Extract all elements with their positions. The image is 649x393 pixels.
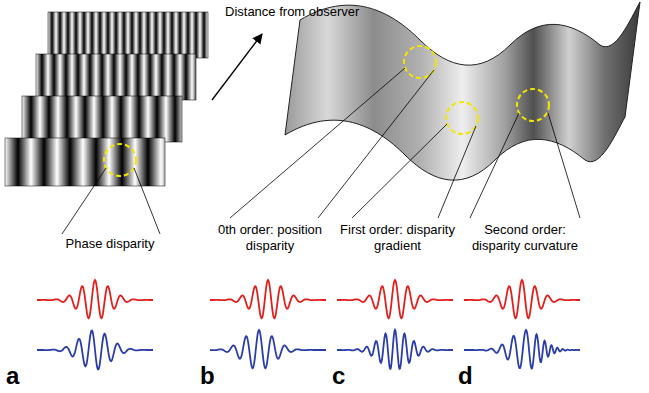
- grating: [48, 12, 208, 58]
- blue-wavelet: [337, 330, 453, 369]
- grating: [22, 96, 182, 142]
- panel-label: First order: disparity gradient: [335, 222, 460, 253]
- red-wavelet: [37, 280, 153, 318]
- region-circle: [446, 102, 478, 134]
- leader-line: [134, 168, 160, 234]
- grating: [36, 54, 196, 100]
- blue-wavelet: [210, 330, 326, 368]
- leader-line: [548, 113, 580, 218]
- panel-label: Phase disparity: [40, 236, 180, 252]
- panel-letter: c: [332, 362, 356, 391]
- red-wavelet: [210, 280, 326, 318]
- panel-letter: d: [458, 362, 482, 391]
- leader-line: [352, 124, 447, 218]
- region-circles: [104, 46, 549, 176]
- panel-label: 0th order: position disparity: [205, 222, 335, 253]
- leader-line: [230, 68, 405, 218]
- leader-line: [438, 126, 476, 218]
- red-wavelet: [464, 280, 580, 318]
- region-circle: [104, 144, 136, 176]
- blue-wavelet: [37, 331, 153, 370]
- blue-wavelet: [464, 330, 580, 368]
- disparity-surface: [285, 2, 640, 180]
- region-circle: [517, 89, 549, 121]
- leader-line: [318, 70, 434, 218]
- leader-lines: [62, 68, 580, 234]
- panel-letter: b: [200, 362, 224, 391]
- panel-letter: a: [6, 362, 30, 391]
- red-wavelet: [337, 280, 453, 318]
- leader-line: [470, 113, 519, 218]
- leader-line: [62, 168, 106, 234]
- distance-arrow: [212, 34, 262, 100]
- axis-label: Distance from observer: [225, 4, 425, 20]
- panel-label: Second order: disparity curvature: [460, 222, 590, 253]
- grating: [5, 138, 165, 186]
- grating-stack: [5, 12, 208, 186]
